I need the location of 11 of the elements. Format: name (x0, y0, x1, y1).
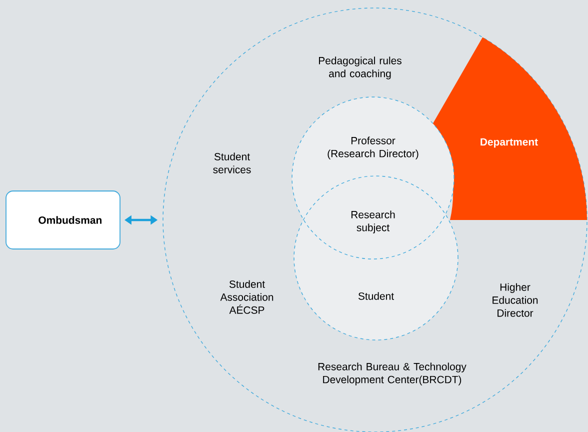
node-label: Professor (Research Director) (328, 136, 418, 160)
circle-label: Pedagogical rules and coaching (319, 56, 402, 80)
circle-label: Research Bureau & Technology Development Center(BRCDT) (318, 362, 466, 386)
department-sector: Department (432, 37, 588, 220)
circle-label: Student Association AÉCSP (220, 280, 274, 314)
circle-label: Research subject (351, 210, 395, 234)
circle-label: Student services (213, 152, 251, 174)
circle-label: Higher Education Director (492, 283, 538, 317)
node-label: Student (358, 292, 394, 300)
outer-circle (162, 8, 588, 432)
process-box: Ombudsman (6, 190, 120, 250)
